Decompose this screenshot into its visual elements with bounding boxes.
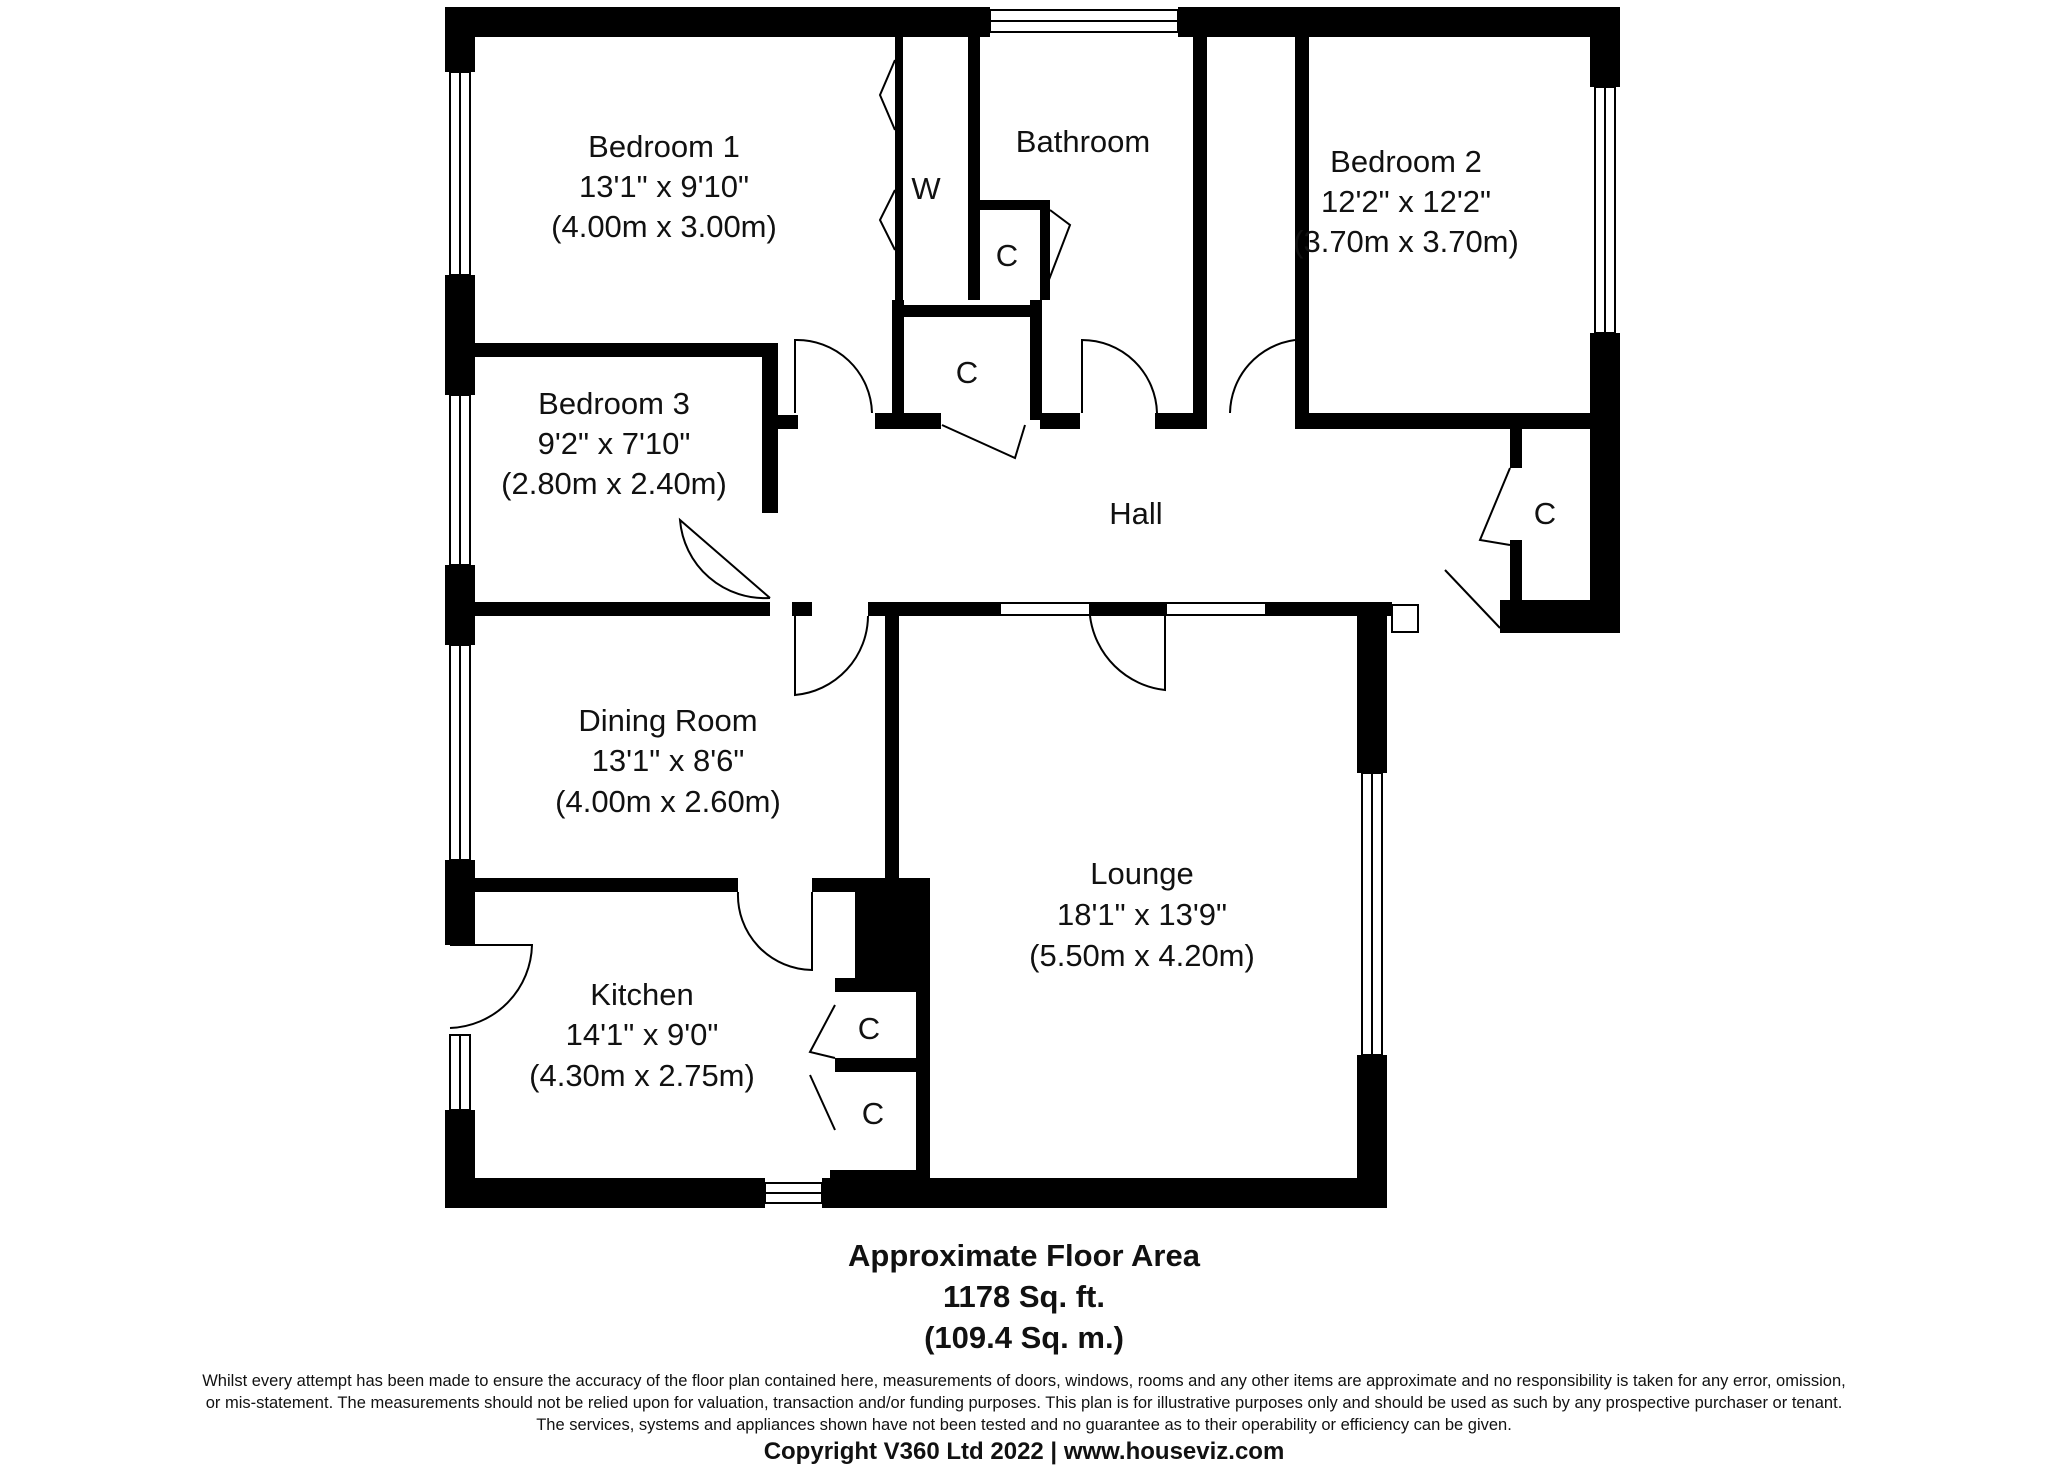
wall: [1040, 200, 1050, 300]
wall: [1510, 540, 1522, 600]
wall: [470, 343, 770, 357]
door-cupboard-kitchen-1: [808, 1004, 836, 1059]
disclaimer: Whilst every attempt has been made to en…: [0, 1370, 2048, 1436]
wall: [762, 343, 778, 513]
door-cupboard-hall: [941, 424, 1026, 460]
cupboard-label-bathroom: C: [996, 238, 1018, 273]
room-dim-metric-dining-room: (4.00m x 2.60m): [555, 784, 781, 819]
wall: [892, 305, 1042, 317]
disclaimer-line: or mis-statement. The measurements shoul…: [205, 1394, 1843, 1412]
room-name-bathroom: Bathroom: [1016, 124, 1150, 159]
wall: [445, 7, 990, 37]
disclaimer-line: The services, systems and appliances sho…: [536, 1416, 1512, 1434]
wall: [1510, 428, 1522, 468]
wall: [1295, 413, 1590, 429]
door-front: [1444, 569, 1501, 629]
wall: [868, 602, 1000, 616]
wall: [830, 1170, 930, 1184]
wall: [470, 602, 770, 616]
wall: [1030, 300, 1042, 420]
room-dim-imperial-bedroom-3: 9'2" x 7'10": [538, 426, 691, 461]
window: [999, 602, 1091, 616]
wall: [885, 602, 899, 884]
disclaimer-line: Whilst every attempt has been made to en…: [202, 1372, 1846, 1390]
wall: [892, 300, 904, 420]
window: [1391, 604, 1419, 633]
wall: [1295, 30, 1309, 415]
room-name-bedroom-3: Bedroom 3: [538, 386, 690, 421]
room-dim-imperial-bedroom-1: 13'1" x 9'10": [579, 169, 749, 204]
room-name-dining-room: Dining Room: [578, 703, 757, 738]
door-bedroom-1: [794, 338, 873, 414]
wall: [875, 413, 941, 429]
cupboard-label-kitchen-2: C: [862, 1096, 884, 1131]
door-lounge: [1089, 615, 1166, 692]
room-dim-metric-bedroom-3: (2.80m x 2.40m): [501, 466, 727, 501]
room-name-bedroom-2: Bedroom 2: [1330, 144, 1482, 179]
floor-area-sq-ft: 1178 Sq. ft.: [943, 1279, 1105, 1314]
wall: [1590, 333, 1620, 633]
door-bedroom-2: [1229, 339, 1296, 414]
room-dim-metric-lounge: (5.50m x 4.20m): [1029, 938, 1255, 973]
wall: [895, 30, 903, 300]
wall: [1090, 602, 1166, 616]
room-dim-metric-bedroom-2: (3.70m x 3.70m): [1293, 224, 1519, 259]
room-dim-metric-bedroom-1: (4.00m x 3.00m): [551, 209, 777, 244]
windows: [449, 9, 1616, 1204]
wall: [792, 602, 812, 616]
room-name-hall: Hall: [1109, 496, 1162, 531]
doors: [449, 59, 1511, 1131]
wall: [835, 978, 920, 992]
wall: [1357, 603, 1387, 773]
wall: [1357, 1055, 1387, 1208]
cupboard-label-kitchen-1: C: [858, 1011, 880, 1046]
door-cupboard-hall-2: [1478, 467, 1511, 546]
room-dim-imperial-kitchen: 14'1" x 9'0": [566, 1017, 719, 1052]
cupboard-label-entrance: C: [1534, 496, 1556, 531]
wall: [1193, 30, 1207, 428]
wall: [1590, 7, 1620, 87]
copyright: Copyright V360 Ltd 2022 | www.houseviz.c…: [763, 1438, 1285, 1465]
door-cupboard-kitchen-2: [809, 1074, 836, 1131]
floor-area-heading: Approximate Floor Area: [848, 1238, 1200, 1273]
room-dim-imperial-lounge: 18'1" x 13'9": [1057, 897, 1227, 932]
room-dim-metric-kitchen: (4.30m x 2.75m): [529, 1058, 755, 1093]
wall: [1040, 413, 1080, 429]
room-name-bedroom-1: Bedroom 1: [588, 129, 740, 164]
wall: [445, 860, 475, 945]
wall: [778, 415, 798, 429]
wall: [445, 1178, 765, 1208]
door-kitchen: [736, 891, 813, 972]
wall: [916, 878, 930, 1178]
room-dim-imperial-dining-room: 13'1" x 8'6": [592, 743, 745, 778]
window: [1165, 602, 1267, 616]
wall: [968, 30, 980, 300]
floor-plan: Bedroom 1 13'1" x 9'10" (4.00m x 3.00m) …: [445, 7, 1620, 1208]
wall: [1500, 600, 1620, 633]
floor-area-summary: Approximate Floor Area 1178 Sq. ft. (109…: [0, 1235, 2048, 1358]
door-bedroom-3: [678, 517, 771, 600]
floor-area-sq-m: (109.4 Sq. m.): [924, 1320, 1124, 1355]
walls: [445, 7, 1620, 1208]
wall: [1266, 602, 1392, 616]
room-labels: Bedroom 1 13'1" x 9'10" (4.00m x 3.00m) …: [501, 124, 1556, 1131]
door-dining-room: [794, 615, 869, 697]
wall: [445, 275, 475, 395]
room-dim-imperial-bedroom-2: 12'2" x 12'2": [1321, 184, 1491, 219]
wall: [470, 878, 738, 892]
door-cupboard-bathroom: [1044, 209, 1072, 291]
wall: [835, 1058, 920, 1072]
room-name-lounge: Lounge: [1090, 856, 1193, 891]
wall: [445, 7, 475, 72]
cupboard-label-hall: C: [956, 355, 978, 390]
wall: [1178, 7, 1620, 37]
wall: [1155, 413, 1207, 429]
door-wardrobe: [878, 59, 896, 251]
door-bathroom: [1081, 338, 1158, 414]
wardrobe-label: W: [911, 171, 941, 206]
wall: [975, 200, 1043, 210]
room-name-kitchen: Kitchen: [590, 977, 693, 1012]
door-back: [449, 944, 534, 1029]
